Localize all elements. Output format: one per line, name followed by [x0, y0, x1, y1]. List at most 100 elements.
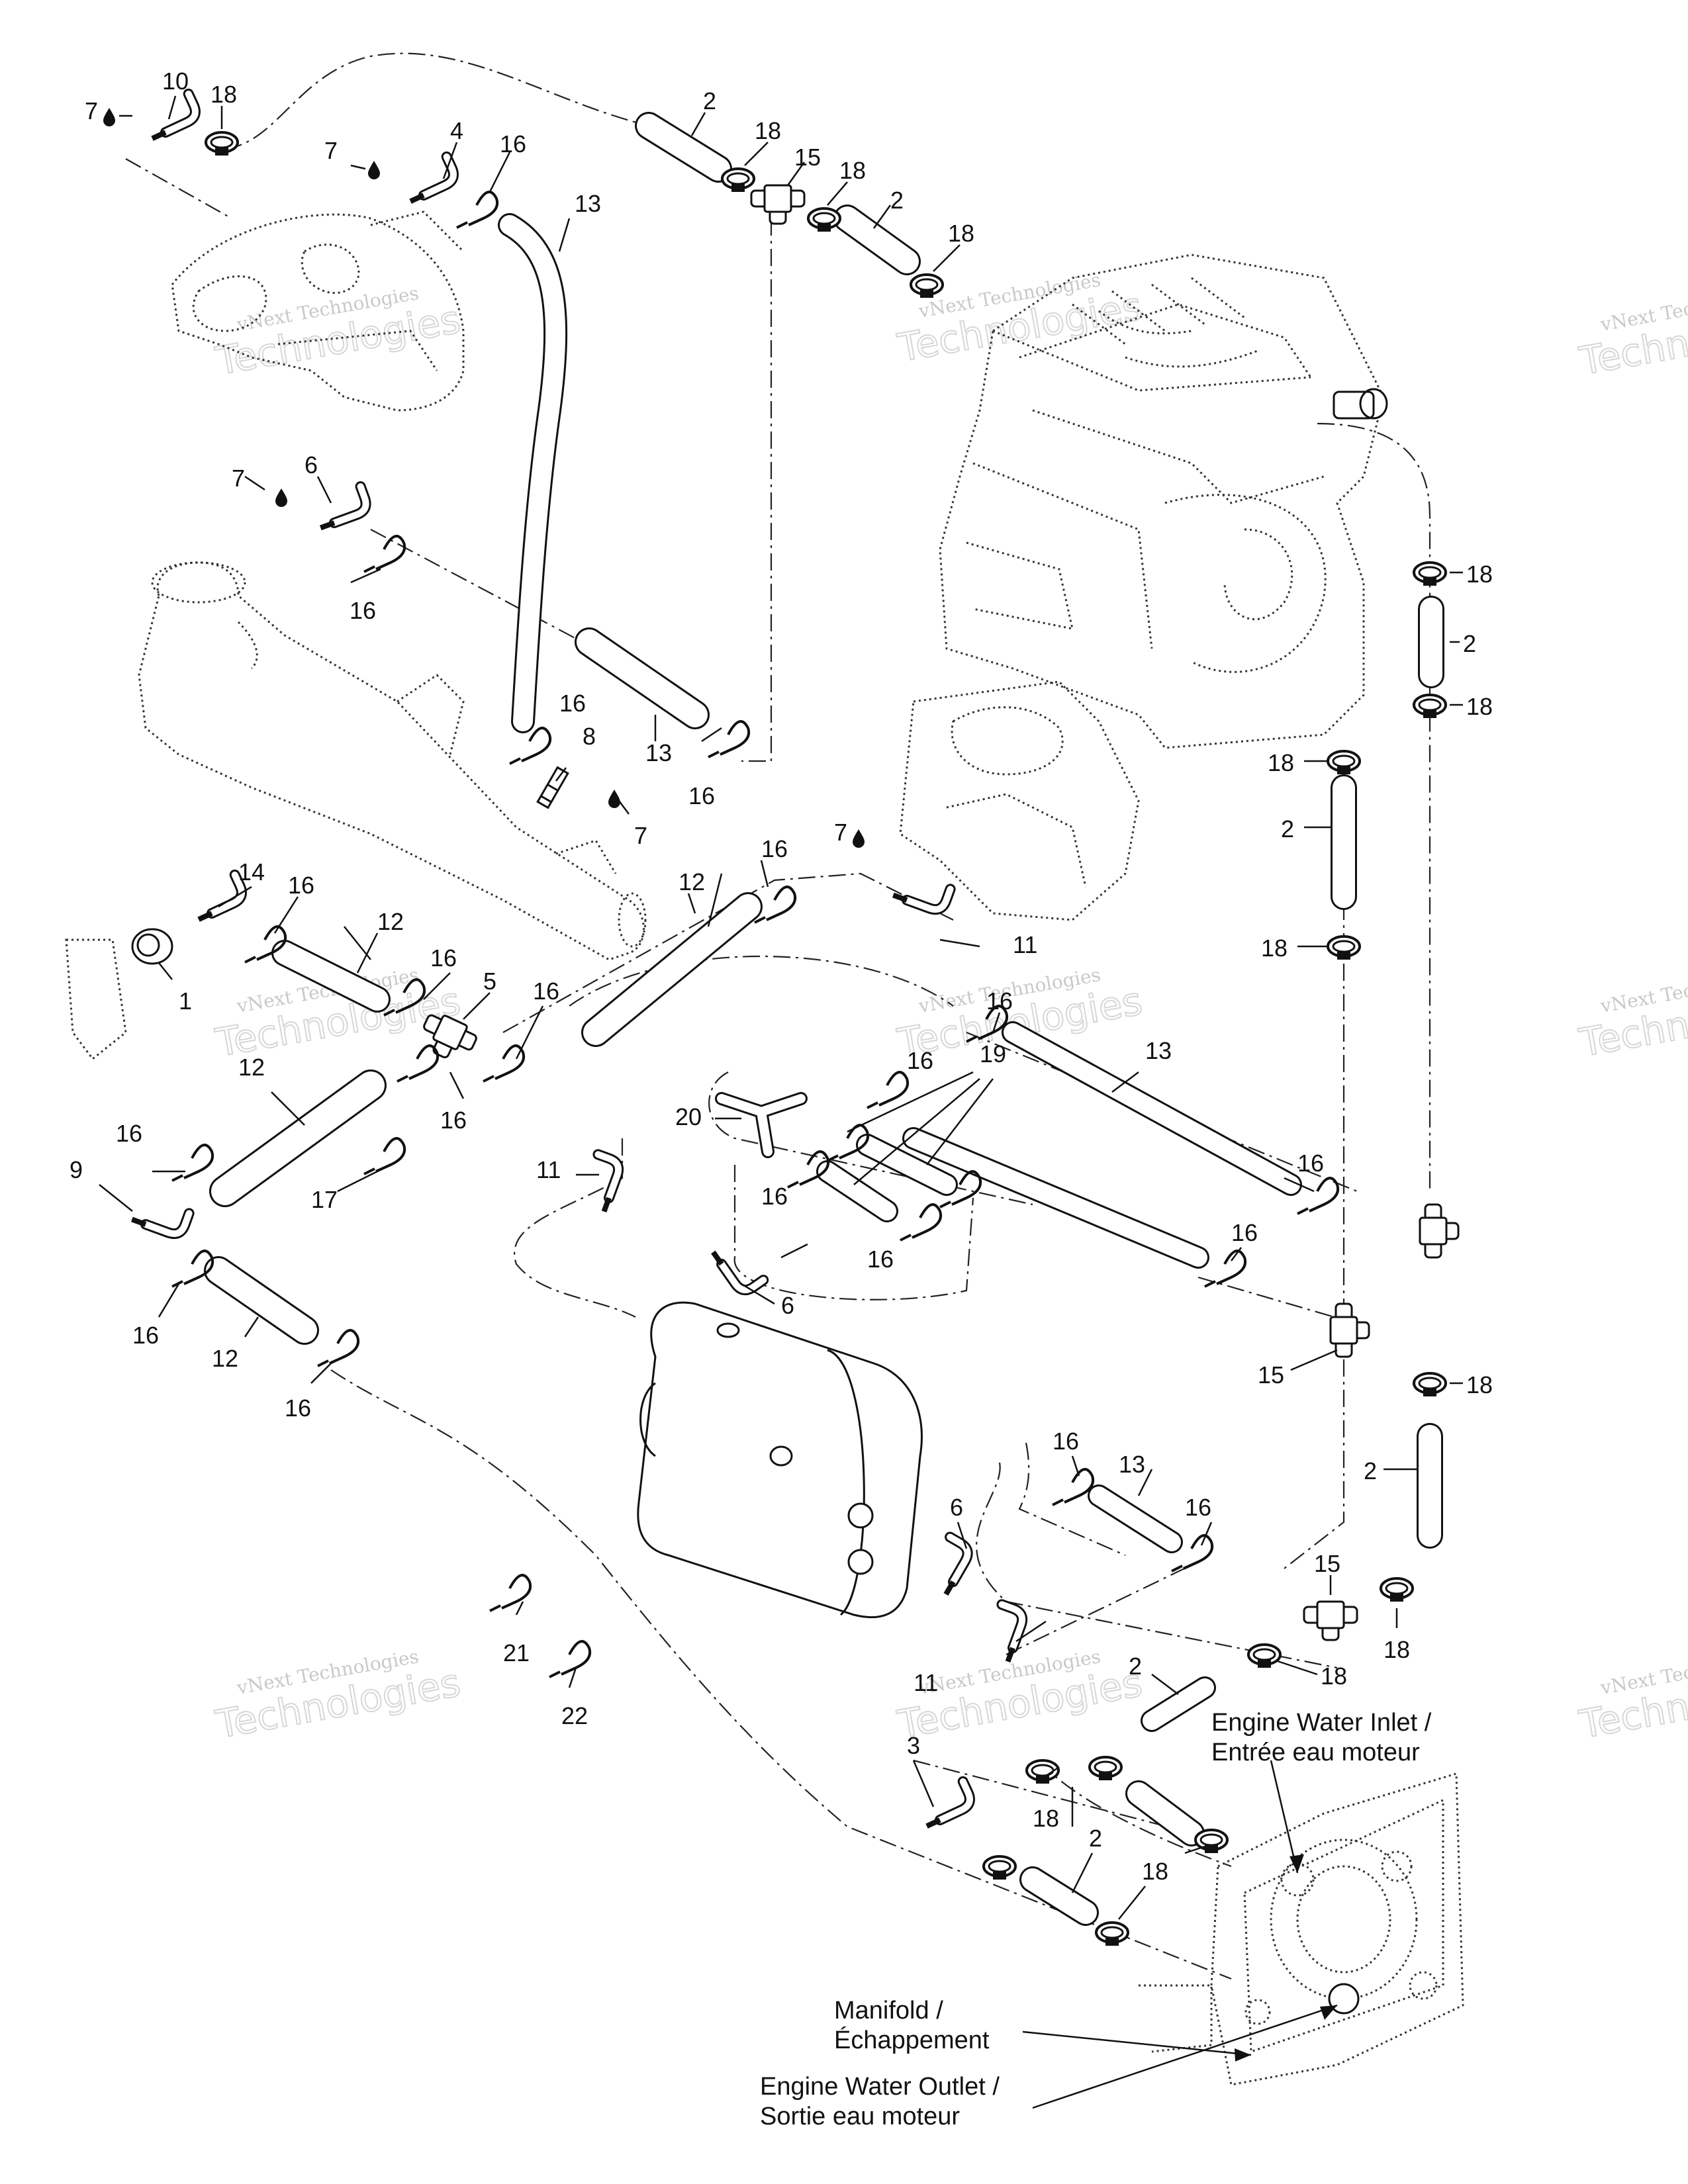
callout-18: 18	[1321, 1662, 1347, 1690]
hose-clamp-icon	[1025, 1759, 1060, 1785]
callout-2: 2	[1364, 1457, 1377, 1484]
manifold-label-fr: Échappement	[834, 2026, 990, 2054]
watermark-group: vNext Technologies Technologies vNext Te…	[212, 269, 1688, 1748]
callout-15: 15	[794, 144, 821, 171]
callout-16: 16	[116, 1120, 142, 1147]
callout-16: 16	[430, 944, 457, 972]
callout-22: 22	[561, 1702, 588, 1729]
callout-12: 12	[212, 1345, 238, 1372]
callout-18: 18	[948, 220, 974, 247]
callout-18: 18	[211, 81, 237, 108]
callout-7: 7	[634, 822, 647, 849]
callout-3: 3	[907, 1732, 920, 1759]
callout-2: 2	[1463, 630, 1476, 657]
hose-clamp-icon	[982, 1855, 1017, 1881]
callout-7: 7	[834, 819, 847, 846]
manifold-label: Manifold /	[834, 1997, 943, 2025]
tee-fitting-icon	[1329, 1302, 1370, 1358]
tie-clip-icon	[363, 1137, 406, 1175]
callout-18: 18	[1033, 1805, 1059, 1832]
callout-10: 10	[162, 68, 189, 95]
callout-11: 11	[914, 1669, 938, 1696]
callout-16: 16	[986, 987, 1013, 1015]
callout-12: 12	[377, 908, 404, 935]
annotation-notes: Engine Water Inlet / Entrée eau moteur M…	[760, 1709, 1432, 2130]
elbow-fitting-icon	[713, 1238, 763, 1295]
callout-2: 2	[703, 87, 716, 114]
callout-7: 7	[85, 97, 98, 124]
callout-16: 16	[867, 1246, 894, 1273]
tee-fitting-icon	[1419, 1203, 1460, 1259]
exhaust-pipe	[138, 561, 647, 961]
callout-9: 9	[70, 1156, 83, 1183]
elbow-fitting-icon	[132, 1196, 189, 1237]
callout-14: 14	[238, 858, 265, 886]
callout-18: 18	[1466, 693, 1493, 720]
hose-clamp-icon	[1194, 1829, 1229, 1854]
elbow-fitting-icon	[312, 486, 369, 527]
callout-18: 18	[1142, 1858, 1168, 1885]
callout-2: 2	[890, 187, 904, 214]
hoses	[204, 112, 1444, 1926]
engine-water-inlet-label: Engine Water Inlet /	[1211, 1709, 1432, 1737]
callout-13: 13	[1119, 1451, 1145, 1478]
callout-18: 18	[1261, 934, 1288, 962]
callout-5: 5	[483, 968, 496, 995]
callout-16: 16	[288, 872, 314, 899]
pump-housing	[1139, 1772, 1464, 2086]
fittings	[65, 94, 1460, 1826]
tie-clip-icon	[548, 1640, 592, 1678]
hose-clamp-icon	[1088, 1756, 1123, 1782]
callout-16: 16	[1053, 1428, 1079, 1455]
tie-clip-icon	[1296, 1177, 1340, 1215]
callout-2: 2	[1281, 815, 1294, 842]
tie-clip-icon	[1051, 1468, 1095, 1506]
tie-clip-icon	[707, 720, 751, 758]
callout-2: 2	[1089, 1825, 1102, 1852]
tee-fitting-icon	[1303, 1600, 1358, 1641]
callout-16: 16	[440, 1107, 467, 1134]
engine-water-outlet-label: Engine Water Outlet /	[760, 2073, 1000, 2101]
callout-16: 16	[907, 1047, 933, 1074]
hose-clamp-icon	[1413, 1372, 1447, 1398]
callout-11: 11	[1013, 931, 1037, 958]
callout-16: 16	[1185, 1494, 1211, 1521]
callout-13: 13	[645, 739, 672, 766]
callout-7: 7	[232, 465, 245, 492]
muffler-tank	[637, 1301, 923, 1619]
callout-16: 16	[285, 1394, 311, 1422]
tie-clip-icon	[396, 1044, 440, 1083]
callout-16: 16	[1297, 1150, 1324, 1177]
callout-16: 16	[350, 597, 376, 624]
hose-clamp-icon	[1327, 935, 1361, 961]
tie-clip-icon	[363, 535, 406, 573]
callout-19: 19	[980, 1040, 1006, 1068]
callout-15: 15	[1258, 1361, 1284, 1388]
callout-7: 7	[324, 137, 338, 164]
elbow-fitting-icon	[188, 875, 246, 919]
callout-18: 18	[839, 157, 866, 184]
tie-clip-icon	[899, 1203, 943, 1242]
callout-2: 2	[1129, 1653, 1142, 1680]
tie-clip-icon	[171, 1144, 214, 1182]
elbow-fitting-icon	[581, 1154, 622, 1211]
sealant-drop-icon	[608, 790, 620, 808]
callout-21: 21	[503, 1639, 530, 1666]
callout-13: 13	[1145, 1037, 1172, 1064]
callout-16: 16	[533, 978, 559, 1005]
hose-clamp-icon	[1095, 1921, 1129, 1947]
tie-clip-icon	[866, 1071, 910, 1109]
hose-clamp-icon	[1413, 561, 1447, 587]
hose-clamp-icon	[721, 167, 755, 193]
callout-18: 18	[1268, 749, 1294, 776]
hose-clamp-icon	[1247, 1643, 1282, 1669]
callout-numbers: 7 10 18 7 4 16 13 2 18 15 18 2 18 7 6 16…	[70, 68, 1493, 1885]
sealant-drop-icon	[103, 108, 115, 126]
callout-18: 18	[1466, 561, 1493, 588]
callout-12: 12	[238, 1054, 265, 1081]
tie-clip-icon	[455, 191, 499, 229]
tie-clip-icon	[316, 1329, 360, 1367]
callout-16: 16	[1231, 1219, 1258, 1246]
callout-16: 16	[500, 130, 526, 158]
callout-18: 18	[1383, 1636, 1410, 1663]
